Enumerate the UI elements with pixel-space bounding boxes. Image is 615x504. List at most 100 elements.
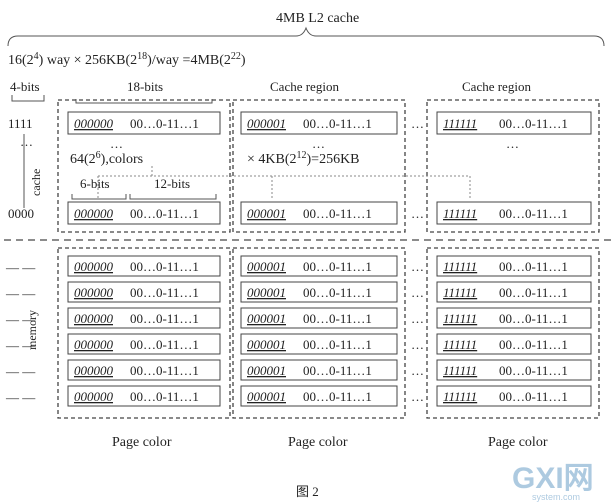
memory-page-color-box-2 (232, 247, 406, 419)
region-gap-ellipsis: … (411, 389, 424, 404)
memory-page-color-box-3 (426, 247, 600, 419)
twelve-bits-bracket (129, 194, 217, 200)
l2-cache-title: 4MB L2 cache (276, 11, 359, 26)
cell-prefix: 111111 (443, 337, 477, 352)
cell-suffix: 00…0-11…1 (499, 285, 568, 300)
cell-suffix: 00…0-11…1 (130, 206, 199, 221)
region-gap-ellipsis: … (411, 311, 424, 326)
cell-suffix: 00…0-11…1 (303, 206, 372, 221)
region-inner-ellipsis: … (506, 136, 519, 151)
memory-cell (67, 255, 221, 277)
cell-suffix: 00…0-11…1 (130, 363, 199, 378)
cell-suffix: 00…0-11…1 (130, 285, 199, 300)
memory-cell (240, 255, 398, 277)
cell-prefix: 000001 (247, 116, 286, 131)
memory-cell (436, 281, 592, 303)
cache-cell-top-b (240, 111, 398, 135)
cell-suffix: 00…0-11…1 (130, 311, 199, 326)
cache-bottom-row: 000000 00…0-11…1 000001 00…0-11…1 111111… (67, 201, 592, 225)
cell-prefix: 111111 (443, 389, 477, 404)
cache-top-row: 000000 00…0-11…1 000001 00…0-11…1 111111… (67, 111, 592, 135)
cell-prefix: 000001 (247, 206, 286, 221)
way-equation: 16(24) way × 256KB(218)/way =4MB(222) (8, 51, 246, 68)
six-bits-label: 6-bits (80, 176, 110, 191)
cell-suffix: 00…0-11…1 (130, 337, 199, 352)
memory-row-mark: — — (5, 390, 36, 405)
memory-cell (67, 385, 221, 407)
memory-cell (436, 255, 592, 277)
memory-cell (240, 281, 398, 303)
cell-prefix: 000001 (247, 285, 286, 300)
cell-suffix: 00…0-11…1 (499, 363, 568, 378)
cell-suffix: 00…0-11…1 (303, 259, 372, 274)
watermark-text: GXI网 (512, 462, 594, 495)
memory-row-mark: — — (5, 364, 36, 379)
cache-cell-bottom-b (240, 201, 398, 225)
cell-prefix: 111111 (443, 363, 477, 378)
memory-cell (67, 281, 221, 303)
cell-suffix: 00…0-11…1 (303, 116, 372, 131)
cell-prefix: 000000 (74, 363, 114, 378)
region-gap-ellipsis: … (411, 206, 424, 221)
memory-cell (240, 307, 398, 329)
memory-cell (67, 359, 221, 381)
cell-suffix: 00…0-11…1 (499, 259, 568, 274)
cell-prefix: 000000 (74, 285, 114, 300)
cache-cell-bottom-a (67, 201, 221, 225)
cell-suffix: 00…0-11…1 (303, 363, 372, 378)
page-color-label-3: Page color (488, 435, 548, 450)
region-gap-ellipsis: … (411, 259, 424, 274)
cell-prefix: 111111 (443, 259, 477, 274)
memory-row-mark: — — (5, 286, 36, 301)
memory-row-mark: — — (5, 312, 36, 327)
page-color-label-1: Page color (112, 435, 172, 450)
page-color-label-2: Page color (288, 435, 348, 450)
cell-suffix: 00…0-11…1 (499, 389, 568, 404)
cell-suffix: 00…0-11…1 (303, 311, 372, 326)
memory-cell (436, 359, 592, 381)
region-gap-ellipsis: … (411, 337, 424, 352)
region-gap-ellipsis: … (411, 363, 424, 378)
cell-prefix: 000001 (247, 363, 286, 378)
cache-region-label-2: Cache region (462, 79, 531, 94)
memory-vertical-label: memory (25, 310, 39, 350)
cell-prefix: 111111 (443, 311, 477, 326)
six-bits-bracket (71, 194, 127, 200)
memory-cell (436, 307, 592, 329)
cell-suffix: 00…0-11…1 (499, 337, 568, 352)
colors-label: 64(26),colors (70, 150, 143, 167)
memory-rows: — — 000000 00…0-11…1 000001 00…0-11…1 111111 0… (5, 255, 592, 407)
cell-suffix: 00…0-11…1 (130, 116, 199, 131)
memory-page-color-box-1 (57, 247, 231, 419)
cache-region-box-1 (57, 99, 231, 233)
region-inner-ellipsis: … (312, 136, 325, 151)
cell-suffix: 00…0-11…1 (130, 259, 199, 274)
cell-suffix: 00…0-11…1 (303, 285, 372, 300)
eighteen-bits-label: 18-bits (127, 79, 163, 94)
cache-vertical-label: cache (29, 169, 43, 196)
cell-suffix: 00…0-11…1 (303, 389, 372, 404)
memory-cell (436, 333, 592, 355)
cell-prefix: 000001 (247, 389, 286, 404)
cache-cell-top-c (436, 111, 592, 135)
memory-cell (240, 385, 398, 407)
region-inner-ellipsis: … (110, 136, 123, 151)
watermark-site: system.com (532, 492, 580, 502)
four-bits-bracket (11, 95, 45, 102)
cell-prefix: 000000 (74, 311, 114, 326)
top-brace (7, 26, 605, 47)
cache-cell-top-a (67, 111, 221, 135)
cell-prefix: 000001 (247, 337, 286, 352)
cell-prefix: 000001 (247, 259, 286, 274)
row-label-0000: 0000 (8, 206, 34, 221)
cache-region-label-1: Cache region (270, 79, 339, 94)
cell-suffix: 00…0-11…1 (499, 206, 568, 221)
cell-prefix: 000000 (74, 337, 114, 352)
cache-row-ellipsis: … (20, 134, 33, 149)
cell-prefix: 000000 (74, 116, 114, 131)
region-gap-ellipsis: … (411, 285, 424, 300)
cell-suffix: 00…0-11…1 (499, 311, 568, 326)
memory-cell (240, 333, 398, 355)
cell-suffix: 00…0-11…1 (130, 389, 199, 404)
